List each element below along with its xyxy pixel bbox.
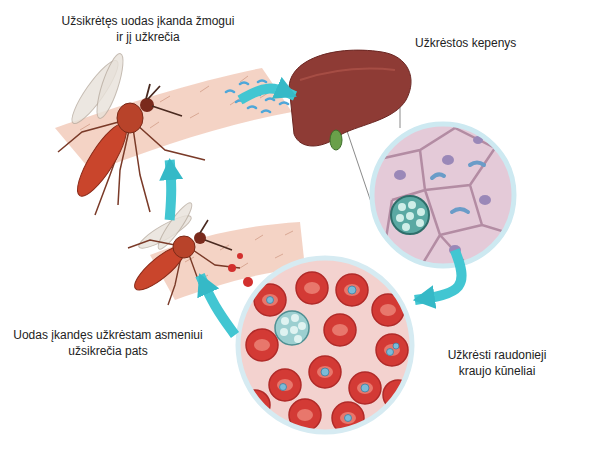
cell-nucleus [442,155,454,165]
liver-highlight [300,68,395,80]
stage-caption: Užkrėsti raudonieji kraujo kūneliai [438,348,556,379]
mosquito-head [194,232,206,244]
mosquito [58,51,205,215]
liver-shape [289,50,411,146]
sporozoite [432,163,484,213]
stage-group: Užsikrėtęs uodas įkanda žmogui ir jį užk… [55,10,240,160]
parasite-cluster [275,311,309,345]
stage-caption: Užkrėstos kepenys [415,36,535,52]
cycle-arrow [415,250,462,300]
merozoite [396,201,425,231]
blood-drop [237,253,243,259]
blood-parasite [267,286,400,422]
stage-group: Užkrėstos kepenys [295,30,530,250]
mosquito-thorax [117,103,143,133]
stage-group: Uodas įkandęs užkrėstam asmeniui užsikre… [10,220,200,365]
mosquito-proboscis [146,84,182,116]
blood-drop [228,264,236,272]
cell-background [370,120,520,270]
cell-nucleus [479,195,491,205]
parasite-cluster [391,196,429,234]
merozoite [280,314,306,343]
plasma [235,255,415,435]
zoom-ring [238,258,412,432]
cycle-arrow [240,89,295,100]
zoom-ring [372,124,514,266]
gallbladder [330,130,342,150]
cycle-arrow [200,275,235,335]
cycle-arrow [170,160,172,220]
sporozoite [226,81,288,113]
cell-nucleus [394,170,406,180]
mosquito-thorax [173,236,195,258]
blood-cells-zoom [235,255,415,435]
mosquito-proboscis [200,220,232,250]
stage-group: Užkrėsti raudonieji kraujo kūneliai [235,300,565,440]
mosquito-leg [58,120,205,215]
mosquito [128,200,240,305]
liver-cells-zoom [370,118,520,270]
stage-caption: Uodas įkandęs užkrėstam asmeniui užsikre… [10,328,206,359]
stage-caption: Užsikrėtęs uodas įkanda žmogui ir jį užk… [59,14,237,45]
cell-center [254,282,400,424]
mosquito-head [140,98,154,112]
cell-nucleus [449,245,461,255]
blood-drop [243,277,253,287]
